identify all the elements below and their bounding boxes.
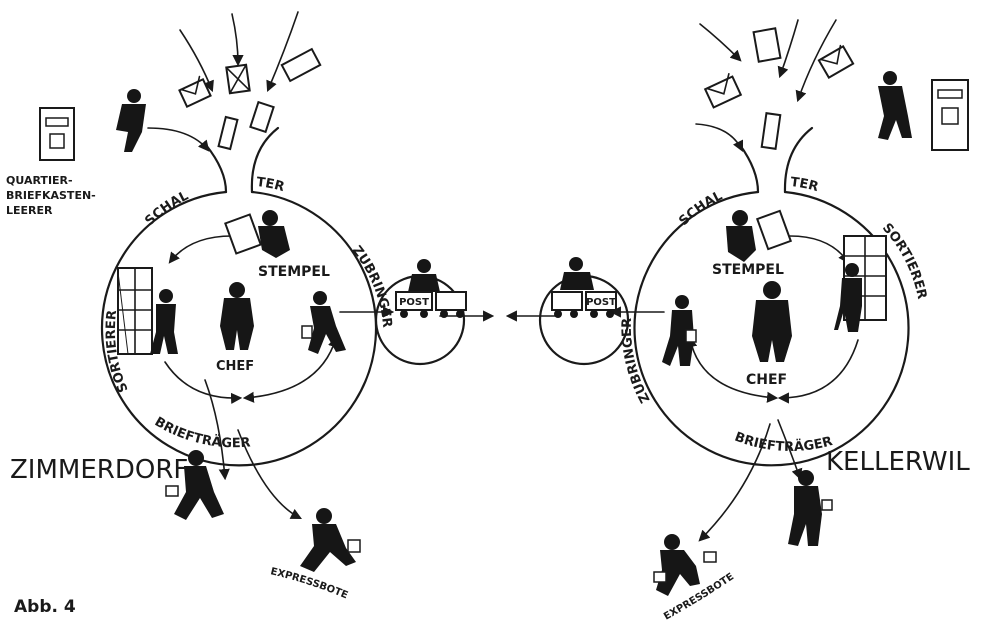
right-mail-arrow-2	[777, 19, 799, 79]
right-label-zubringer-text: ZUBRINGER	[620, 318, 654, 405]
right-post-truck: POST	[551, 257, 617, 318]
left-label-expressbote-text: EXPRESSBOTE	[269, 566, 349, 601]
left-label-schal-text: SCHAL	[142, 189, 191, 229]
right-system: POST	[505, 19, 969, 596]
left-expressbote-figure	[300, 508, 361, 572]
right-mail-arrow-3	[795, 19, 837, 103]
left-letter-icon	[249, 100, 275, 134]
left-zubringer-figure	[301, 291, 346, 354]
right-label-stempel: STEMPEL	[712, 262, 784, 278]
left-inner-arrow-bottom	[164, 361, 243, 404]
right-inner-arrow-top	[789, 235, 850, 264]
left-funnel	[204, 143, 228, 194]
left-post-truck: POST	[395, 259, 467, 318]
left-inner-arrow-top	[168, 235, 233, 264]
left-label-zubringer-text: ZUBRINGER	[349, 243, 395, 328]
left-arrow-brieftraeger	[204, 379, 230, 481]
left-brieftraeger-figure	[165, 450, 224, 520]
right-funnel-right	[783, 126, 814, 194]
left-arrow-expressbote	[237, 429, 302, 520]
right-mail-arrow-4	[695, 123, 744, 153]
right-label-chef: CHEF	[746, 372, 787, 388]
right-town-name: KELLERWIL	[826, 447, 970, 477]
left-mail-arrow-1	[179, 29, 214, 93]
right-label-ter-text: TER	[789, 175, 820, 195]
left-label-quartier-3: LEERER	[6, 204, 53, 217]
right-chef-figure	[752, 281, 792, 362]
left-funnel-right	[250, 126, 280, 194]
left-label-quartier-2: BRIEFKASTEN-	[6, 189, 96, 202]
left-label-schal: SCHAL	[142, 189, 191, 229]
left-town-name: ZIMMERDORF	[10, 455, 188, 485]
right-inner-arrow-bottom	[777, 339, 859, 404]
left-post-sign: POST	[399, 297, 429, 308]
right-expressbote-figure	[653, 534, 717, 596]
right-briefkastenleerer-figure	[878, 71, 912, 140]
right-main-circle	[633, 190, 910, 467]
left-mailbox-icon	[39, 107, 75, 161]
left-label-stempel: STEMPEL	[258, 264, 330, 280]
right-funnel	[738, 143, 760, 194]
left-label-quartier-1: QUARTIER-	[6, 174, 73, 187]
left-label-ter: TER	[255, 175, 286, 195]
right-sortierer-figure	[834, 235, 887, 332]
right-arrow-brieftraeger	[777, 419, 803, 481]
left-letter-icon-2	[217, 115, 239, 151]
left-label-chef: CHEF	[216, 359, 254, 374]
left-mail-arrow-3	[266, 11, 299, 93]
right-brieftraeger-figure	[788, 470, 833, 546]
left-postcard-icon	[280, 47, 322, 83]
right-postcard-icon	[752, 27, 782, 63]
right-envelope-icon	[703, 73, 743, 109]
left-label-expressbote: EXPRESSBOTE	[269, 566, 349, 601]
right-mailbox-icon	[931, 79, 969, 151]
left-briefkastenleerer-figure	[116, 89, 146, 152]
right-envelope-icon-2	[817, 44, 855, 80]
right-label-schal-text: SCHAL	[676, 189, 725, 229]
right-mail-arrow-1	[699, 23, 742, 62]
right-label-ter: TER	[789, 175, 820, 195]
left-mail-arrow-2	[231, 13, 244, 67]
right-arrow-expressbote	[698, 423, 771, 542]
left-envelope-icon	[178, 75, 212, 108]
right-letter-icon	[760, 112, 782, 150]
right-inner-arrow-loop	[686, 335, 779, 403]
left-envelope-icon-2	[225, 63, 251, 95]
right-label-zubringer: ZUBRINGER	[620, 318, 654, 405]
left-label-zubringer: ZUBRINGER	[349, 243, 395, 328]
right-post-sign: POST	[586, 297, 616, 308]
left-sortierer-figure	[117, 267, 178, 355]
right-label-schal: SCHAL	[676, 189, 725, 229]
left-main-circle	[100, 190, 378, 467]
left-label-ter-text: TER	[255, 175, 286, 195]
right-schalter-figure	[726, 209, 793, 262]
right-zubringer-figure	[662, 295, 697, 366]
left-mail-arrow-4	[147, 127, 210, 152]
left-inner-arrow-loop	[242, 335, 339, 403]
figure-label: Abb. 4	[14, 597, 76, 617]
left-system: POST	[39, 11, 495, 572]
left-chef-figure	[220, 282, 254, 350]
left-schalter-figure	[224, 210, 290, 258]
